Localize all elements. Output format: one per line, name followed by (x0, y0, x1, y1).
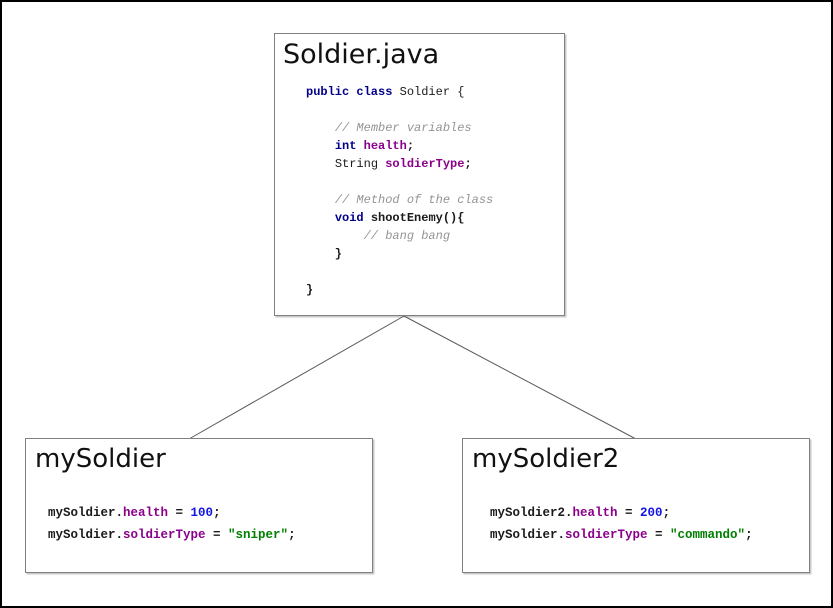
code-token-plain: = (168, 506, 191, 520)
instance-code-block: mySoldier.health = 100;mySoldier.soldier… (48, 502, 372, 546)
code-line: // Method of the class (306, 191, 564, 209)
code-token-plain: = (647, 528, 671, 542)
class-box-title: Soldier.java (283, 39, 440, 70)
code-token-normal: Soldier { (399, 85, 465, 99)
code-token-number: 100 (190, 506, 214, 520)
code-token-string: "sniper" (228, 528, 289, 542)
class-definition-box: Soldier.java public class Soldier { // M… (274, 33, 565, 316)
code-token-field: health (363, 139, 407, 153)
code-token-comment: // Member variables (334, 121, 472, 135)
code-token-plain: ; (288, 528, 296, 542)
code-token-plain: mySoldier. (48, 506, 124, 520)
code-line: // Member variables (306, 119, 564, 137)
instance-box-title: mySoldier (35, 444, 166, 474)
code-line (306, 263, 564, 281)
code-line: mySoldier.soldierType = "sniper"; (48, 524, 372, 546)
code-line (306, 101, 564, 119)
code-token-field: soldierType (385, 157, 465, 171)
code-line: String soldierType; (306, 155, 564, 173)
code-line: mySoldier.soldierType = "commando"; (490, 524, 809, 546)
code-line: } (306, 281, 564, 299)
code-token-string: "commando" (670, 528, 746, 542)
code-token-plain (306, 211, 335, 225)
code-token-plain: mySoldier. (490, 528, 566, 542)
code-token-plain: ; (406, 139, 415, 153)
connector-line-left (188, 315, 405, 440)
connector-line-right (403, 315, 637, 440)
code-token-plain: = (205, 528, 229, 542)
code-token-plain (306, 139, 335, 153)
code-token-plain: ; (464, 157, 472, 171)
code-line (306, 173, 564, 191)
code-token-plain: } (306, 247, 343, 261)
instance-box-mysoldier: mySoldier mySoldier.health = 100;mySoldi… (25, 438, 373, 573)
code-line: mySoldier2.health = 200; (490, 502, 809, 524)
code-token-comment: // bang bang (363, 229, 451, 243)
code-token-plain (306, 121, 335, 135)
code-token-plain (306, 157, 335, 171)
instance-code-block: mySoldier2.health = 200;mySoldier.soldie… (490, 502, 809, 546)
code-line: void shootEnemy(){ (306, 209, 564, 227)
code-token-plain: ; (662, 506, 671, 520)
code-token-plain: ; (213, 506, 221, 520)
code-token-plain: = (617, 506, 641, 520)
code-token-plain: ; (745, 528, 753, 542)
instance-box-mysoldier2: mySoldier2 mySoldier2.health = 200;mySol… (462, 438, 810, 573)
instance-box-title: mySoldier2 (472, 444, 620, 474)
code-token-plain (306, 193, 335, 207)
code-token-number: 200 (640, 506, 663, 520)
code-line: int health; (306, 137, 564, 155)
code-token-normal: String (334, 157, 386, 171)
code-token-plain: } (306, 283, 314, 297)
class-code-block: public class Soldier { // Member variabl… (306, 83, 564, 299)
code-line: // bang bang (306, 227, 564, 245)
code-token-keyword: void (334, 211, 371, 225)
code-token-plain: mySoldier. (48, 528, 124, 542)
code-token-plain (306, 229, 364, 243)
code-line: mySoldier.health = 100; (48, 502, 372, 524)
code-token-plain: mySoldier2. (490, 506, 573, 520)
code-line: public class Soldier { (306, 83, 564, 101)
code-token-field: health (123, 506, 169, 520)
code-line: } (306, 245, 564, 263)
code-token-field: health (572, 506, 618, 520)
code-token-field: soldierType (565, 528, 648, 542)
code-token-field: soldierType (123, 528, 206, 542)
code-token-keyword: int (334, 139, 364, 153)
code-token-comment: // Method of the class (334, 193, 494, 207)
code-token-plain: shootEnemy(){ (370, 211, 465, 225)
code-token-keyword: public class (306, 85, 400, 99)
